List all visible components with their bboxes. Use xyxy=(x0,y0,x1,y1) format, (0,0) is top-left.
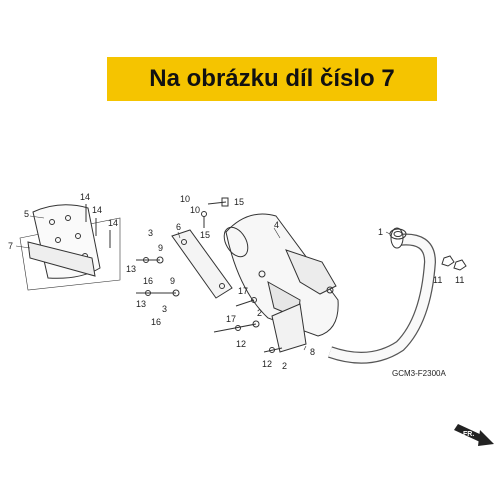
callout-14: 14 xyxy=(108,218,118,228)
callout-17: 17 xyxy=(226,314,236,324)
callout-14: 14 xyxy=(92,205,102,215)
callout-8: 8 xyxy=(310,347,315,357)
callout-13: 13 xyxy=(136,299,146,309)
diagram-code: GCM3-F2300A xyxy=(392,369,446,378)
callout-15: 15 xyxy=(200,230,210,240)
callout-3: 3 xyxy=(148,228,153,238)
callout-9: 9 xyxy=(170,276,175,286)
callout-14: 14 xyxy=(80,192,90,202)
nut-pair xyxy=(441,255,467,271)
callout-16: 16 xyxy=(151,317,161,327)
pipe-bracket xyxy=(271,303,307,353)
bolt-set-top xyxy=(201,197,229,228)
callout-4: 4 xyxy=(274,220,279,230)
callout-15: 15 xyxy=(234,197,244,207)
callout-10: 10 xyxy=(190,205,200,215)
part-number-banner: Na obrázku díl číslo 7 xyxy=(107,57,437,101)
callout-11: 11 xyxy=(433,275,442,285)
callout-12: 12 xyxy=(236,339,246,349)
callout-11: 11 xyxy=(455,275,464,285)
callout-2: 2 xyxy=(282,361,287,371)
exhaust-pipe xyxy=(328,227,437,364)
callout-7: 7 xyxy=(8,241,13,251)
heat-shield-assembly xyxy=(19,204,121,291)
callout-2: 2 xyxy=(257,308,262,318)
callout-9: 9 xyxy=(158,243,163,253)
callout-13: 13 xyxy=(126,264,136,274)
callout-12: 12 xyxy=(262,359,272,369)
leader-lines xyxy=(15,215,391,351)
callout-1: 1 xyxy=(378,227,383,237)
callout-6: 6 xyxy=(176,222,181,232)
bolt-set-bottom xyxy=(213,297,283,353)
callout-5: 5 xyxy=(24,209,29,219)
heat-shield-part-7 xyxy=(27,241,96,277)
bolt-set-left xyxy=(136,256,180,297)
callout-16: 16 xyxy=(143,276,153,286)
callout-17: 17 xyxy=(238,286,248,296)
callout-10: 10 xyxy=(180,194,190,204)
muffler xyxy=(223,213,339,337)
muffler-bracket xyxy=(171,229,233,299)
front-arrow: FR. xyxy=(454,424,494,446)
callout-3: 3 xyxy=(162,304,167,314)
front-label: FR. xyxy=(463,431,474,438)
